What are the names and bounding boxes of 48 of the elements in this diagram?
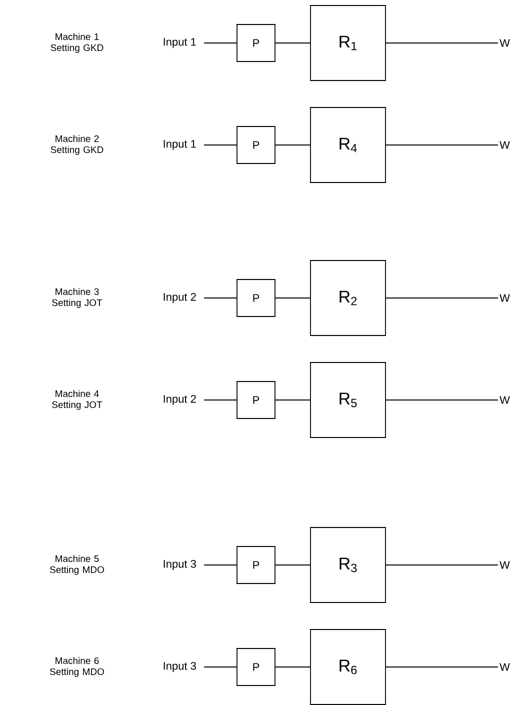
connector-line	[204, 297, 237, 299]
output-label: W	[500, 39, 510, 47]
connector-line	[275, 564, 310, 566]
input-label: Input 1	[164, 38, 196, 48]
r-box: R$_{2}$	[310, 260, 386, 336]
input-label: Input 2	[164, 293, 196, 303]
output-label: W	[500, 141, 510, 149]
input-label: Input 2	[164, 395, 196, 405]
r-box: R$_{3}$	[310, 527, 386, 603]
connector-line	[204, 42, 237, 44]
output-label: W	[500, 561, 510, 569]
connector-line	[204, 144, 237, 146]
connector-line	[275, 399, 310, 401]
p-box: P	[236, 126, 276, 164]
connector-line	[386, 564, 498, 566]
p-box: P	[236, 279, 276, 317]
input-label: Input 3	[164, 560, 196, 570]
p-box: P	[236, 24, 276, 62]
machine-label: Machine 1 Setting GKD	[50, 33, 104, 53]
output-label: W	[500, 396, 510, 404]
r-box: R$_{1}$	[310, 5, 386, 81]
machine-label: Machine 2 Setting GKD	[50, 135, 104, 155]
r-box: R$_{5}$	[310, 362, 386, 438]
input-label: Input 3	[164, 662, 196, 672]
connector-line	[204, 564, 237, 566]
connector-line	[386, 144, 498, 146]
connector-line	[386, 297, 498, 299]
connector-line	[386, 399, 498, 401]
machine-label: Machine 4 Setting JOT	[52, 390, 102, 410]
r-box: R$_{6}$	[310, 629, 386, 705]
r-box: R$_{4}$	[310, 107, 386, 183]
connector-line	[204, 666, 237, 668]
connector-line	[275, 666, 310, 668]
p-box: P	[236, 648, 276, 686]
p-box: P	[236, 381, 276, 419]
connector-line	[275, 297, 310, 299]
output-label: W	[500, 294, 510, 302]
output-label: W	[500, 663, 510, 671]
connector-line	[204, 399, 237, 401]
connector-line	[386, 42, 498, 44]
input-label: Input 1	[164, 140, 196, 150]
machine-label: Machine 3 Setting JOT	[52, 288, 102, 308]
p-box: P	[236, 546, 276, 584]
machine-label: Machine 6 Setting MDO	[50, 657, 104, 677]
connector-line	[275, 42, 310, 44]
connector-line	[386, 666, 498, 668]
machine-label: Machine 5 Setting MDO	[50, 555, 104, 575]
connector-line	[275, 144, 310, 146]
